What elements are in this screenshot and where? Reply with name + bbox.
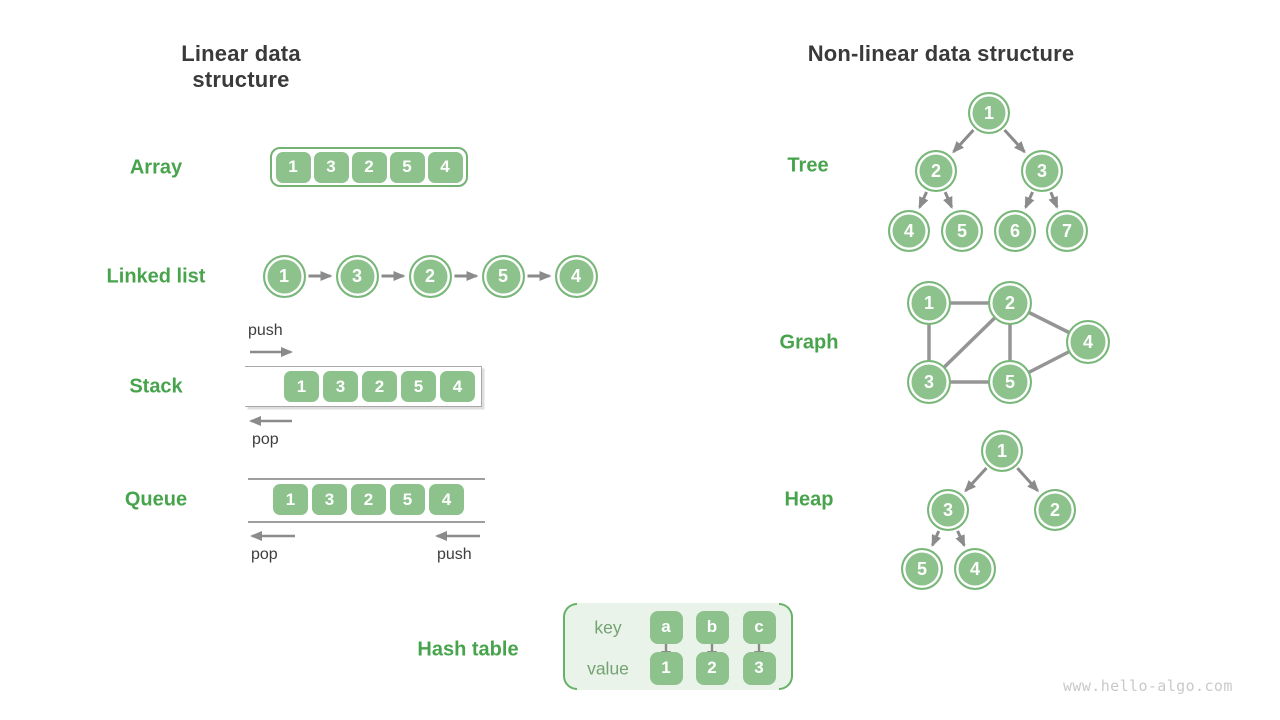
heap-label: Heap [784,488,834,511]
heap-node: 3 [927,489,969,531]
hash-bracket-right [779,603,793,690]
linear-section-title: Linear data structure [181,41,301,92]
nonlinear-section-title: Non-linear data structure [807,41,1075,66]
tree-edge [1024,191,1035,210]
tree-node: 1 [968,92,1010,134]
graph-node: 5 [988,360,1032,404]
queue-label: Queue [124,488,188,511]
heap-edge [1016,467,1039,493]
linked-list-label: Linked list [106,265,206,288]
queue-line-bottom [248,521,485,523]
queue-cell: 4 [429,484,464,515]
array-cell: 3 [313,151,349,183]
hash-table-container: key value [563,603,793,690]
stack-label: Stack [129,375,183,398]
tree-edge [1048,191,1059,209]
array-cell: 2 [351,151,387,183]
stack-cell: 5 [401,371,436,402]
tree-node: 7 [1046,210,1088,252]
stack-cell: 2 [362,371,397,402]
stack-push-label: push [248,322,283,339]
linked-list-node: 2 [408,254,452,298]
heap-node: 1 [981,430,1023,472]
heap-edge [931,530,942,548]
tree-node: 4 [888,210,930,252]
queue-cell: 2 [351,484,386,515]
queue-pop-label: pop [251,546,278,563]
graph-node: 2 [988,281,1032,325]
stack-cell: 3 [323,371,358,402]
hash-key-label: key [594,617,622,638]
queue-line-top [248,478,485,480]
hash-value-label: value [587,658,629,679]
queue-cell: 1 [273,484,308,515]
graph-node: 1 [907,281,951,325]
tree-node: 5 [941,210,983,252]
linked-list-node: 4 [554,254,598,298]
tree-edge [918,191,929,210]
graph-edge [927,301,1012,384]
graph-edge [1009,301,1089,344]
stack-pop-label: pop [252,431,279,448]
hash-bracket-left [563,603,577,690]
heap-node: 4 [954,548,996,590]
array-cell: 1 [275,151,311,183]
array-cell: 4 [427,151,463,183]
graph-label: Graph [779,331,839,354]
linked-list-node: 5 [481,254,525,298]
graph-node: 4 [1066,320,1110,364]
tree-edge [1003,128,1026,154]
hash-table-label: Hash table [417,638,519,661]
heap-edge [955,530,966,548]
tree-label: Tree [787,154,829,177]
queue-cell: 3 [312,484,347,515]
queue-cell: 5 [390,484,425,515]
array-cell: 5 [389,151,425,183]
tree-node: 2 [915,150,957,192]
tree-node: 6 [994,210,1036,252]
queue-push-label: push [437,546,472,563]
watermark: www.hello-algo.com [1063,677,1233,695]
heap-edge [964,466,988,493]
graph-node: 3 [907,360,951,404]
tree-node: 3 [1021,150,1063,192]
heap-node: 2 [1034,489,1076,531]
heap-node: 5 [901,548,943,590]
tree-edge [952,128,975,154]
array-label: Array [129,156,183,179]
stack-cell: 1 [284,371,319,402]
tree-edge [943,191,954,209]
linked-list-node: 3 [335,254,379,298]
stack-cell: 4 [440,371,475,402]
graph-edge [1009,340,1089,384]
linked-list-node: 1 [262,254,306,298]
